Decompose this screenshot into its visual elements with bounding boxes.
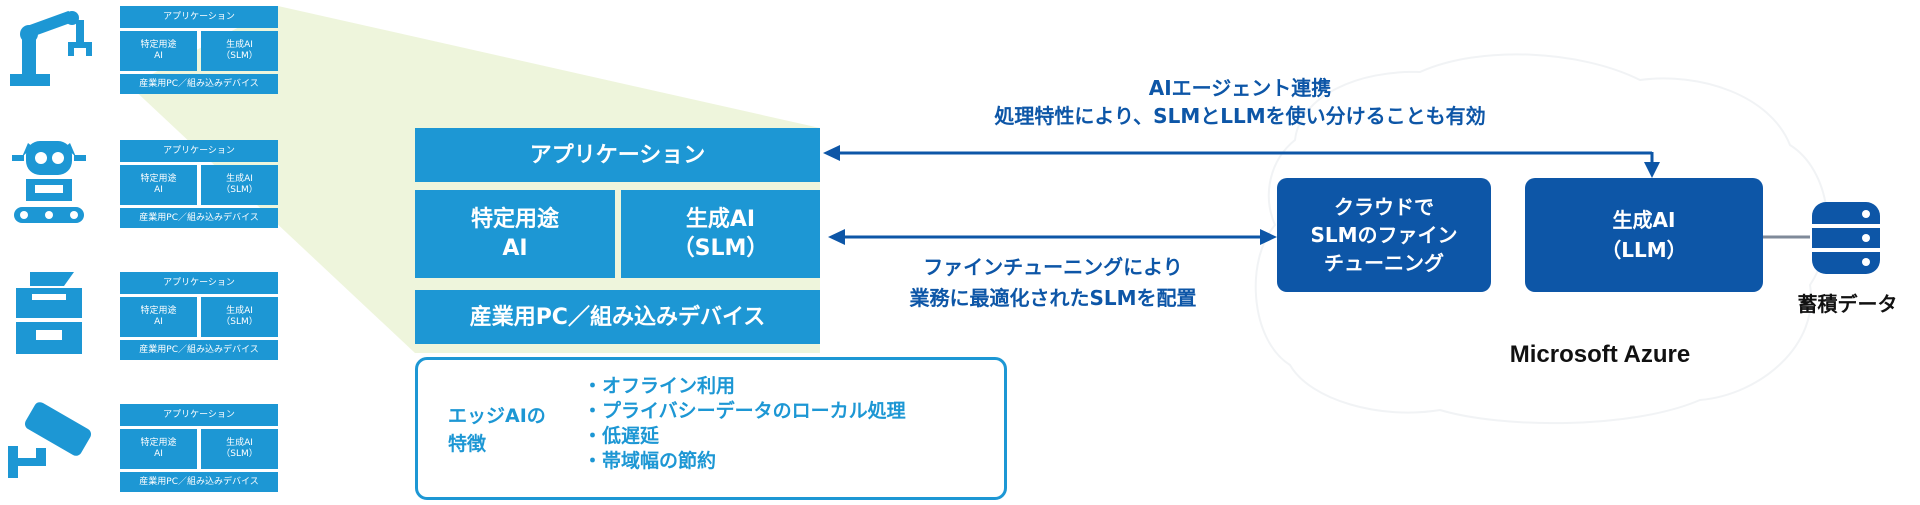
mini-stack-app: アプリケーション bbox=[120, 272, 278, 294]
edge-gen-ai-box: 生成AI （SLM） bbox=[621, 190, 820, 278]
agent-link-arrow bbox=[823, 145, 1660, 178]
agent-link-label: AIエージェント連携 処理特性により、SLMとLLMを使い分けることも有効 bbox=[860, 74, 1620, 130]
feature-item: 帯域幅の節約 bbox=[583, 449, 1003, 474]
cloud-finetune-box: クラウドで SLMのファイン チューニング bbox=[1277, 178, 1491, 292]
mini-stack-device: 産業用PC／組み込みデバイス bbox=[120, 74, 278, 94]
mini-stack-4: アプリケーション 特定用途 AI 生成AI （SLM） 産業用PC／組み込みデバ… bbox=[120, 404, 278, 492]
mini-stack-specific-ai: 特定用途 AI bbox=[120, 165, 197, 205]
finetune-label: ファインチューニングにより 業務に最適化されたSLMを配置 bbox=[838, 252, 1268, 314]
features-list: オフライン利用 プライバシーデータのローカル処理 低遅延 帯域幅の節約 bbox=[583, 374, 1003, 474]
mini-stack-gen-ai: 生成AI （SLM） bbox=[201, 31, 278, 71]
edge-device-box: 産業用PC／組み込みデバイス bbox=[415, 290, 820, 344]
mini-stack-gen-ai: 生成AI （SLM） bbox=[201, 297, 278, 337]
mini-stack-device: 産業用PC／組み込みデバイス bbox=[120, 340, 278, 360]
mini-stack-gen-ai: 生成AI （SLM） bbox=[201, 429, 278, 469]
edge-specific-ai-box: 特定用途 AI bbox=[415, 190, 615, 278]
mini-stack-device: 産業用PC／組み込みデバイス bbox=[120, 208, 278, 228]
finetune-label-line1: ファインチューニングにより bbox=[923, 255, 1183, 279]
agent-link-label-line2: 処理特性により、SLMとLLMを使い分けることも有効 bbox=[994, 104, 1486, 128]
security-camera-icon bbox=[8, 402, 92, 478]
mini-stack-specific-ai: 特定用途 AI bbox=[120, 297, 197, 337]
mini-stack-gen-ai: 生成AI （SLM） bbox=[201, 165, 278, 205]
mini-stack-app: アプリケーション bbox=[120, 6, 278, 28]
feature-item: プライバシーデータのローカル処理 bbox=[583, 399, 1003, 424]
mini-stack-specific-ai: 特定用途 AI bbox=[120, 31, 197, 71]
feature-item: 低遅延 bbox=[583, 424, 1003, 449]
agent-link-label-line1: AIエージェント連携 bbox=[1148, 76, 1332, 100]
mini-stack-3: アプリケーション 特定用途 AI 生成AI （SLM） 産業用PC／組み込みデバ… bbox=[120, 272, 278, 360]
printer-icon bbox=[16, 272, 82, 354]
mini-stack-device: 産業用PC／組み込みデバイス bbox=[120, 472, 278, 492]
features-title: エッジAIの 特徴 bbox=[448, 405, 546, 455]
platform-label: Microsoft Azure bbox=[1509, 341, 1691, 368]
finetune-arrow bbox=[828, 229, 1277, 245]
edge-ai-features-box: エッジAIの 特徴 オフライン利用 プライバシーデータのローカル処理 低遅延 帯… bbox=[415, 357, 1007, 500]
mini-stack-1: アプリケーション 特定用途 AI 生成AI （SLM） 産業用PC／組み込みデバ… bbox=[120, 6, 278, 94]
mini-stack-2: アプリケーション 特定用途 AI 生成AI （SLM） 産業用PC／組み込みデバ… bbox=[120, 140, 278, 228]
robot-icon bbox=[12, 141, 86, 223]
edge-app-box: アプリケーション bbox=[415, 128, 820, 182]
mini-stack-specific-ai: 特定用途 AI bbox=[120, 429, 197, 469]
robot-arm-icon bbox=[10, 10, 92, 86]
feature-item: オフライン利用 bbox=[583, 374, 1003, 399]
storage-label: 蓄積データ bbox=[1797, 292, 1898, 316]
llm-box: 生成AI （LLM） bbox=[1525, 178, 1763, 292]
mini-stack-app: アプリケーション bbox=[120, 404, 278, 426]
mini-stack-app: アプリケーション bbox=[120, 140, 278, 162]
database-icon bbox=[1812, 202, 1880, 274]
finetune-label-line2: 業務に最適化されたSLMを配置 bbox=[909, 286, 1197, 310]
